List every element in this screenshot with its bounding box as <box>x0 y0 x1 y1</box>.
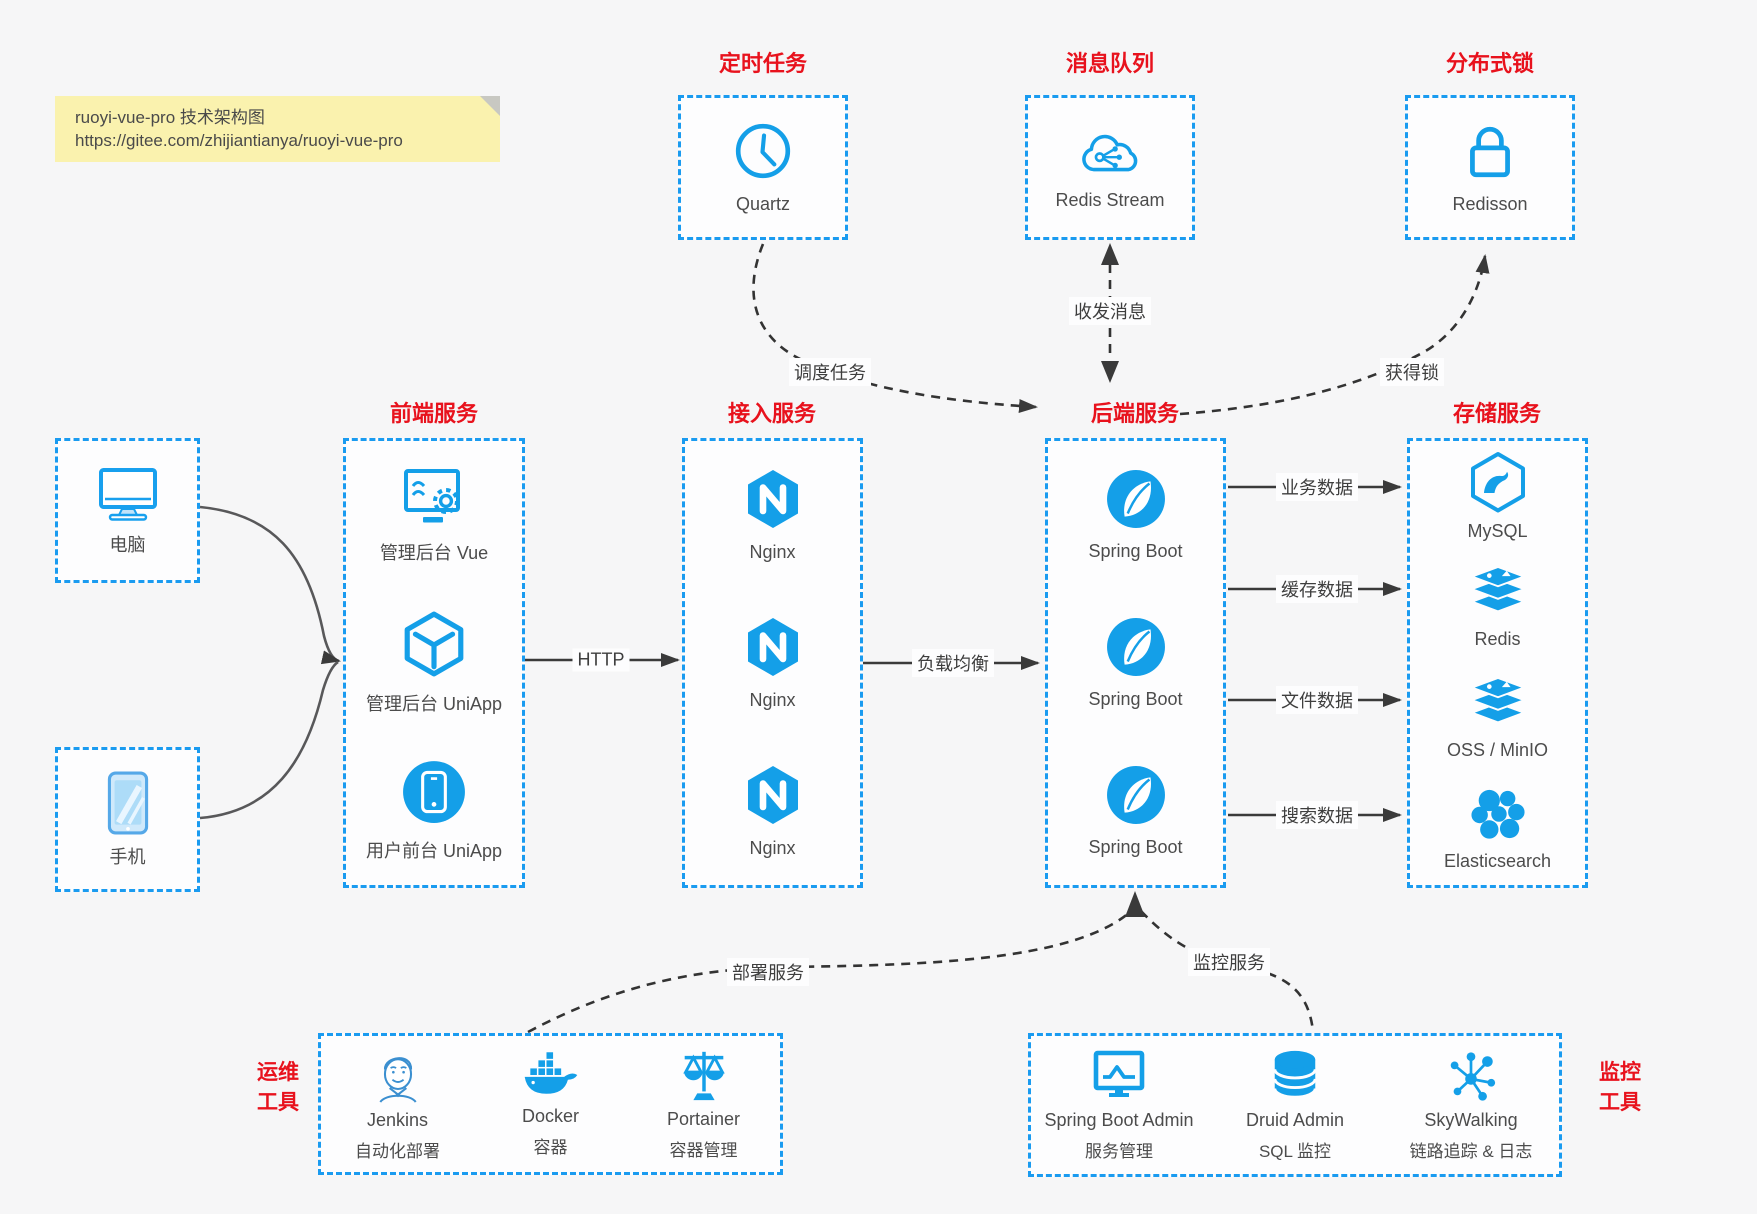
edge-label-deploy-service: 部署服务 <box>727 958 809 986</box>
message-arrowhead-up <box>1101 243 1119 265</box>
skywalking-icon <box>1450 1052 1496 1101</box>
tool-desc: 容器管理 <box>669 1141 738 1160</box>
lock-box: Redisson <box>1405 95 1575 240</box>
druid-db-icon <box>1273 1050 1317 1099</box>
tool-desc: 容器 <box>533 1138 568 1157</box>
edge-label-monitor-service: 监控服务 <box>1188 948 1270 976</box>
clock-icon <box>735 123 791 179</box>
scheduler-box: Quartz <box>678 95 848 240</box>
item-label: Nginx <box>749 541 796 562</box>
tool-name: Portainer <box>666 1109 741 1129</box>
tool-name: SkyWalking <box>1424 1110 1518 1130</box>
item-label: Quartz <box>735 194 791 214</box>
nginx-icon <box>747 765 798 824</box>
tool-desc: SQL 监控 <box>1258 1142 1332 1161</box>
tool-desc: 自动化部署 <box>355 1142 440 1161</box>
item-label: 管理后台 UniApp <box>365 694 503 714</box>
item-label: Redis Stream <box>1055 190 1165 210</box>
nginx-icon <box>747 617 798 676</box>
deploy-service-curve <box>527 911 1131 1034</box>
item-label: Redisson <box>1452 194 1528 214</box>
spring-boot-icon <box>1106 617 1165 676</box>
tool-name: Jenkins <box>366 1110 429 1130</box>
frontend-box: 管理后台 Vue 管理后台 UniApp 用户前台 UniApp <box>343 438 525 888</box>
edge-label-schedule-task: 调度任务 <box>789 358 871 386</box>
item-label: Spring Boot <box>1088 836 1183 857</box>
monitoring-tools-title: 监控 工具 <box>1599 1061 1641 1114</box>
portainer-icon <box>682 1051 725 1101</box>
tool-desc: 服务管理 <box>1085 1142 1153 1161</box>
deploy-arrowhead-up <box>1125 891 1145 917</box>
admin-vue-icon <box>404 469 460 523</box>
uniapp-cube-icon <box>404 611 464 677</box>
ops-tools-box: Jenkins 自动化部署 Docker 容器 <box>318 1033 783 1175</box>
spring-boot-admin-icon <box>1093 1050 1145 1097</box>
edge-label-business-data: 业务数据 <box>1276 473 1358 501</box>
title-gateway: 接入服务 <box>727 401 817 426</box>
edge-label-cache-data: 缓存数据 <box>1276 575 1358 603</box>
message-arrowhead-down <box>1101 361 1119 383</box>
computer-box: 电脑 <box>55 438 200 583</box>
edge-label-load-balance: 负载均衡 <box>912 649 994 677</box>
spring-boot-icon <box>1106 765 1165 824</box>
sticky-note: ruoyi-vue-pro 技术架构图 https://gitee.com/zh… <box>55 96 500 162</box>
tool-desc: 链路追踪 & 日志 <box>1409 1142 1533 1161</box>
oss-minio-icon <box>1468 676 1527 724</box>
gateway-box: Nginx Nginx Nginx <box>682 438 863 888</box>
device-label: 手机 <box>109 846 146 867</box>
item-label: MySQL <box>1467 521 1528 541</box>
storage-box: MySQL Redis OSS / MinIO <box>1407 438 1588 888</box>
title-scheduler: 定时任务 <box>718 51 808 76</box>
item-label: 管理后台 Vue <box>379 543 489 563</box>
edge-label-search-data: 搜索数据 <box>1276 801 1358 829</box>
spring-boot-icon <box>1106 469 1165 528</box>
item-label: Redis <box>1474 629 1521 649</box>
redis-icon <box>1468 565 1527 613</box>
cloud-share-icon <box>1082 134 1138 172</box>
acquire-lock-arrow <box>1179 254 1490 416</box>
computer-to-frontend-arrow <box>199 505 341 665</box>
item-label: 用户前台 UniApp <box>365 841 503 861</box>
phone-to-frontend-arrow <box>199 660 339 820</box>
item-label: Nginx <box>749 837 796 858</box>
item-label: Nginx <box>749 689 796 710</box>
title-storage: 存储服务 <box>1452 401 1542 426</box>
title-frontend: 前端服务 <box>389 401 479 426</box>
tool-name: Druid Admin <box>1245 1110 1345 1130</box>
padlock-icon <box>1470 127 1510 178</box>
edge-label-http: HTTP <box>572 648 630 672</box>
note-url: https://gitee.com/zhijiantianya/ruoyi-vu… <box>75 131 403 150</box>
ops-tools-title: 运维 工具 <box>257 1061 299 1114</box>
phone-icon <box>107 771 148 834</box>
title-lock: 分布式锁 <box>1445 51 1535 76</box>
item-label: Spring Boot <box>1088 540 1183 561</box>
edge-label-send-receive-msg: 收发消息 <box>1069 297 1151 325</box>
item-label: Spring Boot <box>1088 688 1183 709</box>
edge-label-acquire-lock: 获得锁 <box>1380 358 1444 386</box>
monitor-service-curve <box>1140 910 1315 1032</box>
nginx-icon <box>747 469 798 528</box>
note-title: ruoyi-vue-pro 技术架构图 <box>75 108 265 127</box>
note-fold-corner-icon <box>480 96 500 116</box>
computer-icon <box>98 468 157 521</box>
item-label: OSS / MinIO <box>1446 740 1549 760</box>
mysql-icon <box>1470 452 1525 513</box>
jenkins-icon <box>378 1057 417 1103</box>
tool-name: Spring Boot Admin <box>1044 1110 1194 1130</box>
tool-name: Docker <box>521 1106 579 1126</box>
mq-box: Redis Stream <box>1025 95 1195 240</box>
item-label: Elasticsearch <box>1443 851 1552 871</box>
docker-icon <box>524 1052 577 1094</box>
title-mq: 消息队列 <box>1065 51 1155 76</box>
phone-circle-icon <box>403 761 465 823</box>
monitoring-tools-box: Spring Boot Admin 服务管理 Druid Admin SQL 监… <box>1028 1033 1562 1177</box>
phone-box: 手机 <box>55 747 200 892</box>
device-label: 电脑 <box>109 535 146 555</box>
edge-label-file-data: 文件数据 <box>1276 686 1358 714</box>
elasticsearch-icon <box>1470 789 1525 839</box>
backend-box: Spring Boot Spring Boot Spring Boot <box>1045 438 1226 888</box>
title-backend: 后端服务 <box>1090 401 1180 426</box>
